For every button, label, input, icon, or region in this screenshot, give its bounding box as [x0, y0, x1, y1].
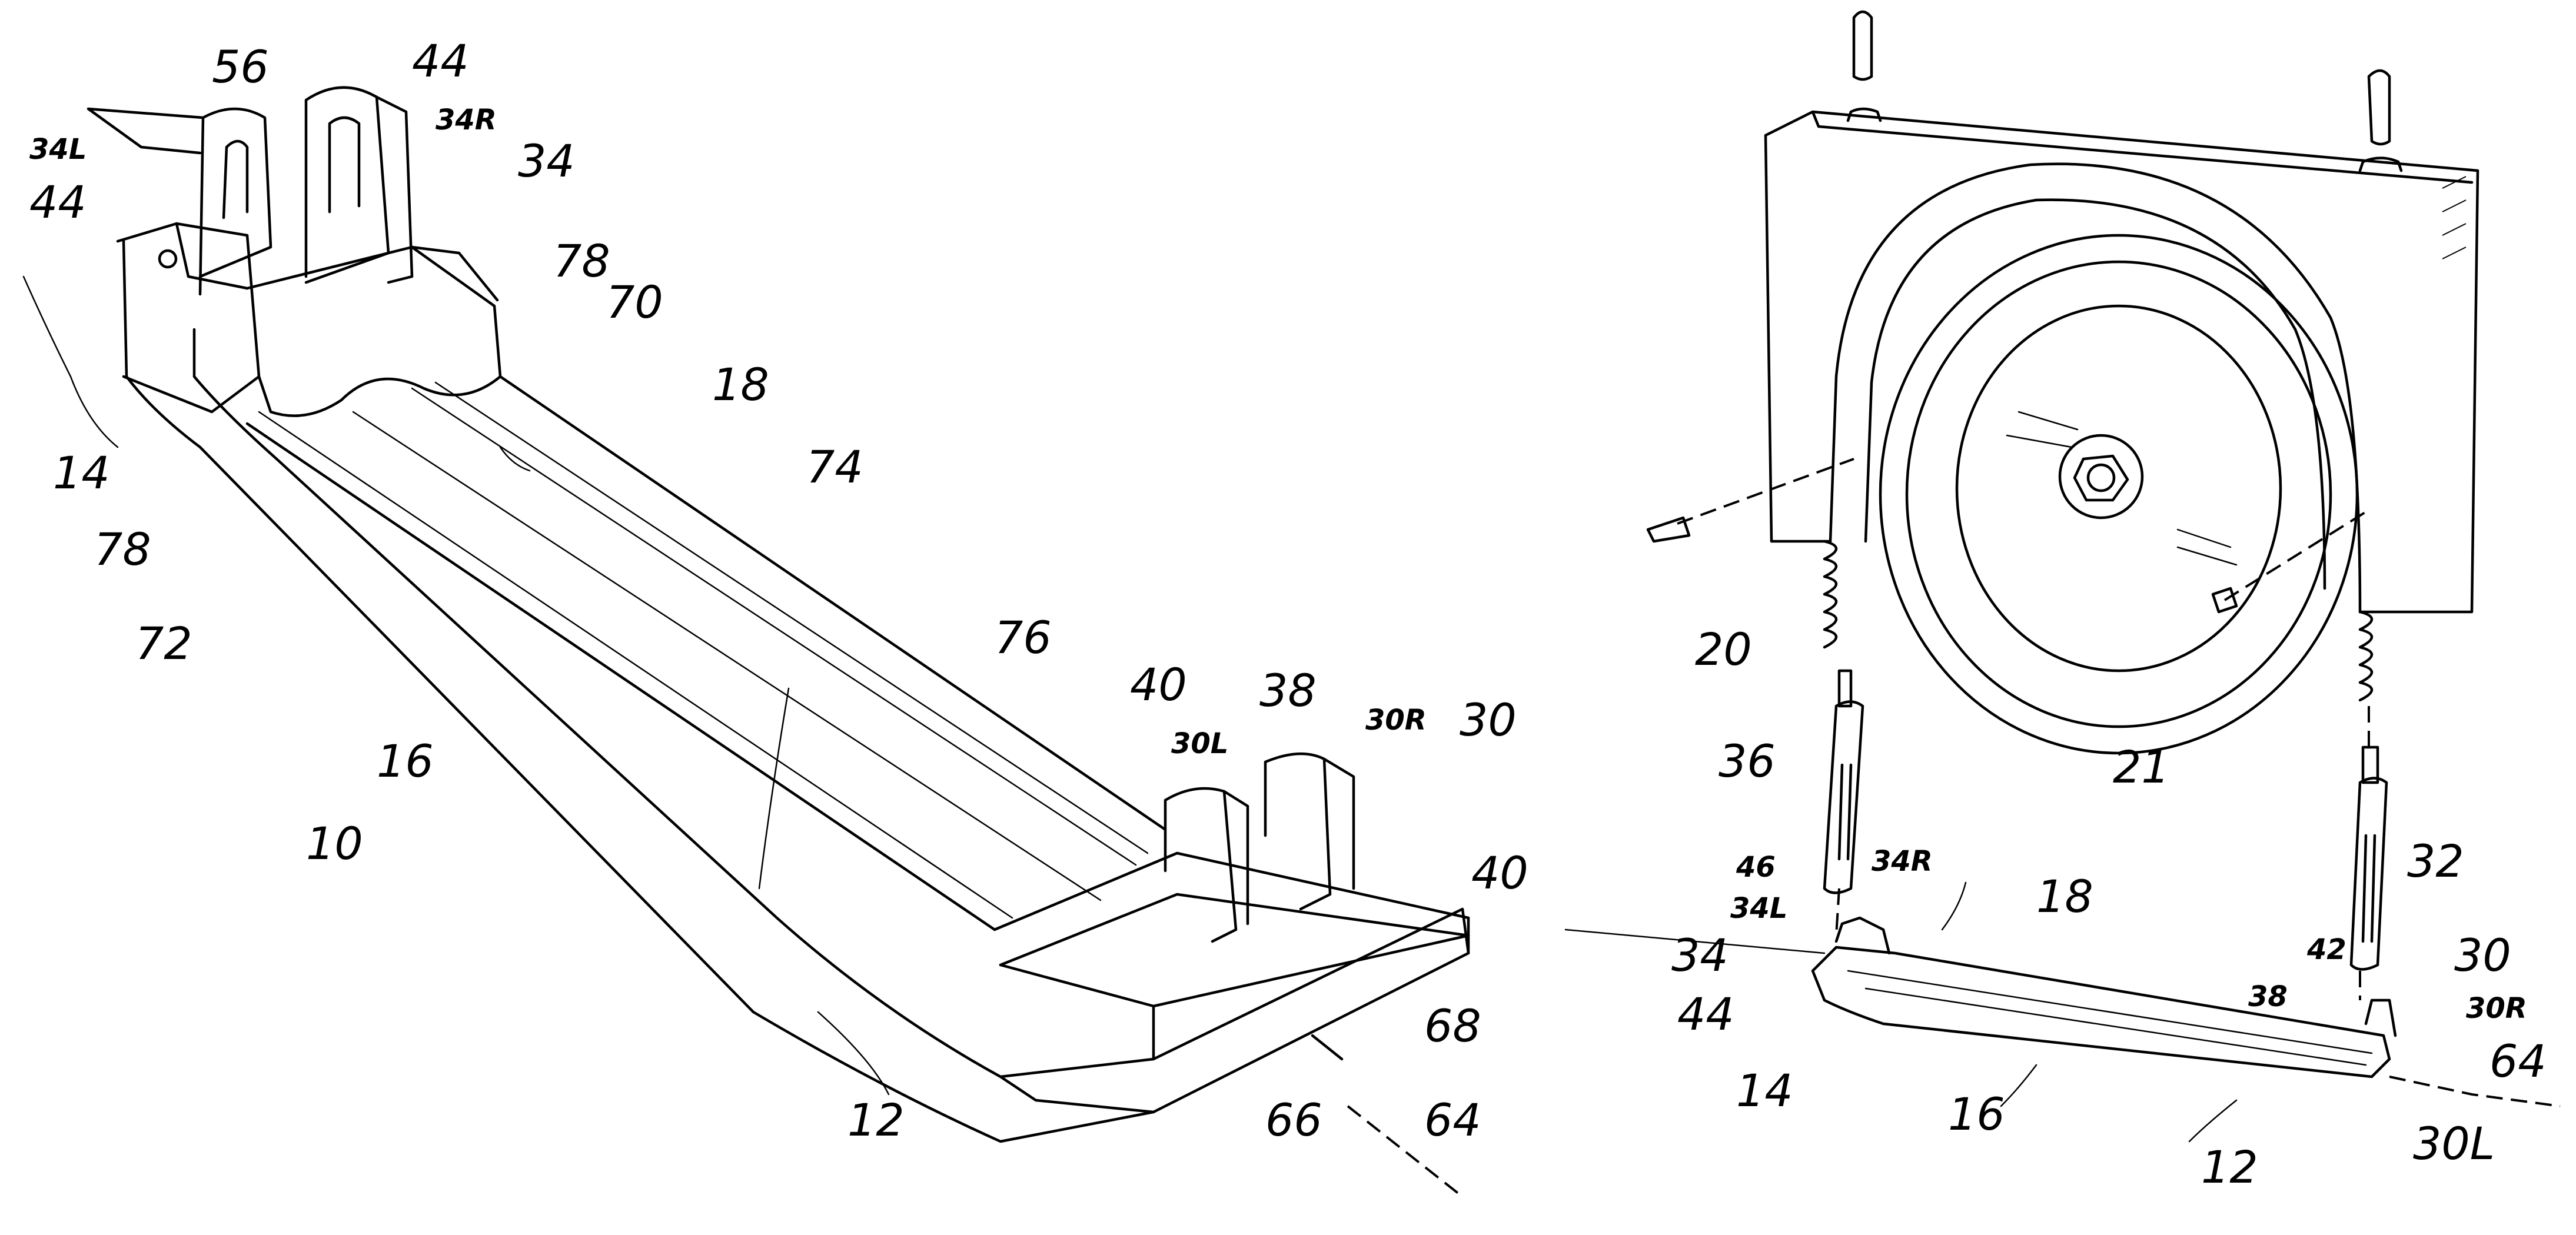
label-32: 32 — [2407, 835, 2464, 887]
spring-right — [2360, 612, 2372, 700]
label-20: 20 — [1695, 623, 1752, 675]
pin-32 — [2351, 778, 2386, 970]
label-38-right: 38 — [2248, 980, 2288, 1013]
label-40-top: 40 — [1130, 658, 1187, 711]
label-66: 66 — [1265, 1094, 1322, 1146]
right-labels: 20 36 21 46 34R 18 34L 34 32 42 30 44 38… — [1671, 623, 2547, 1193]
label-18: 18 — [712, 358, 769, 411]
groove-line-1 — [259, 412, 1012, 918]
fin-56 — [88, 109, 203, 153]
blade-disc-inner — [1957, 306, 2281, 671]
left-labels: 56 44 34L 34R 34 44 78 70 18 14 78 74 72… — [29, 35, 1528, 1146]
label-16: 16 — [377, 735, 434, 787]
mounting-block — [1766, 112, 2478, 612]
arch-housing — [1830, 164, 2360, 612]
label-34R: 34R — [436, 104, 497, 137]
label-74: 74 — [806, 441, 863, 493]
pin-36 — [1824, 702, 1863, 893]
label-64-right: 64 — [2489, 1035, 2547, 1087]
label-44-right: 44 — [1677, 988, 1734, 1040]
label-30R: 30R — [1365, 704, 1427, 737]
label-44-left: 44 — [29, 176, 87, 228]
label-14: 14 — [53, 447, 110, 499]
label-78-left: 78 — [94, 523, 151, 575]
spring-left — [1824, 541, 1836, 647]
label-76: 76 — [995, 611, 1052, 664]
left-end-block — [118, 224, 259, 412]
label-40-right: 40 — [1471, 847, 1528, 899]
label-34-right: 34 — [1671, 929, 1729, 981]
label-34: 34 — [518, 135, 575, 187]
label-21: 21 — [2113, 741, 2170, 793]
holder-16 — [1813, 947, 2389, 1077]
label-36: 36 — [1719, 735, 1776, 787]
label-30L: 30L — [1171, 727, 1228, 760]
label-10: 10 — [306, 817, 363, 870]
label-72: 72 — [135, 617, 192, 670]
hub-21 — [2060, 435, 2142, 518]
pin-axis-left — [1677, 459, 1854, 524]
label-68: 68 — [1424, 1000, 1481, 1052]
label-12-right: 12 — [2201, 1141, 2258, 1193]
label-34R-right: 34R — [1872, 845, 1933, 878]
tab-34L — [200, 109, 271, 294]
label-14-right: 14 — [1736, 1064, 1793, 1117]
left-figure — [24, 88, 1468, 1194]
label-46: 46 — [1736, 851, 1776, 884]
label-16-right: 16 — [1948, 1088, 2005, 1140]
label-78-top: 78 — [553, 235, 610, 287]
label-18-right: 18 — [2036, 870, 2093, 923]
bolt-top-left — [1848, 12, 1880, 121]
label-44-top: 44 — [412, 35, 469, 87]
label-30: 30 — [1460, 694, 1517, 746]
label-30R-right: 30R — [2466, 992, 2527, 1025]
label-30-right: 30 — [2454, 929, 2511, 981]
label-56: 56 — [212, 41, 269, 93]
label-34L: 34L — [29, 133, 87, 166]
label-34L-right: 34L — [1730, 892, 1787, 925]
bolt-top-right — [2360, 71, 2401, 171]
label-30L-right: 30L — [2413, 1117, 2495, 1170]
label-64-left: 64 — [1424, 1094, 1481, 1146]
pin-axis-right — [2225, 512, 2366, 600]
label-42: 42 — [2306, 933, 2346, 966]
label-70: 70 — [606, 276, 663, 328]
label-38: 38 — [1259, 664, 1317, 717]
groove-line-2 — [353, 412, 1101, 900]
label-12: 12 — [847, 1094, 905, 1146]
blade-disc-abrasive — [1907, 262, 2331, 727]
